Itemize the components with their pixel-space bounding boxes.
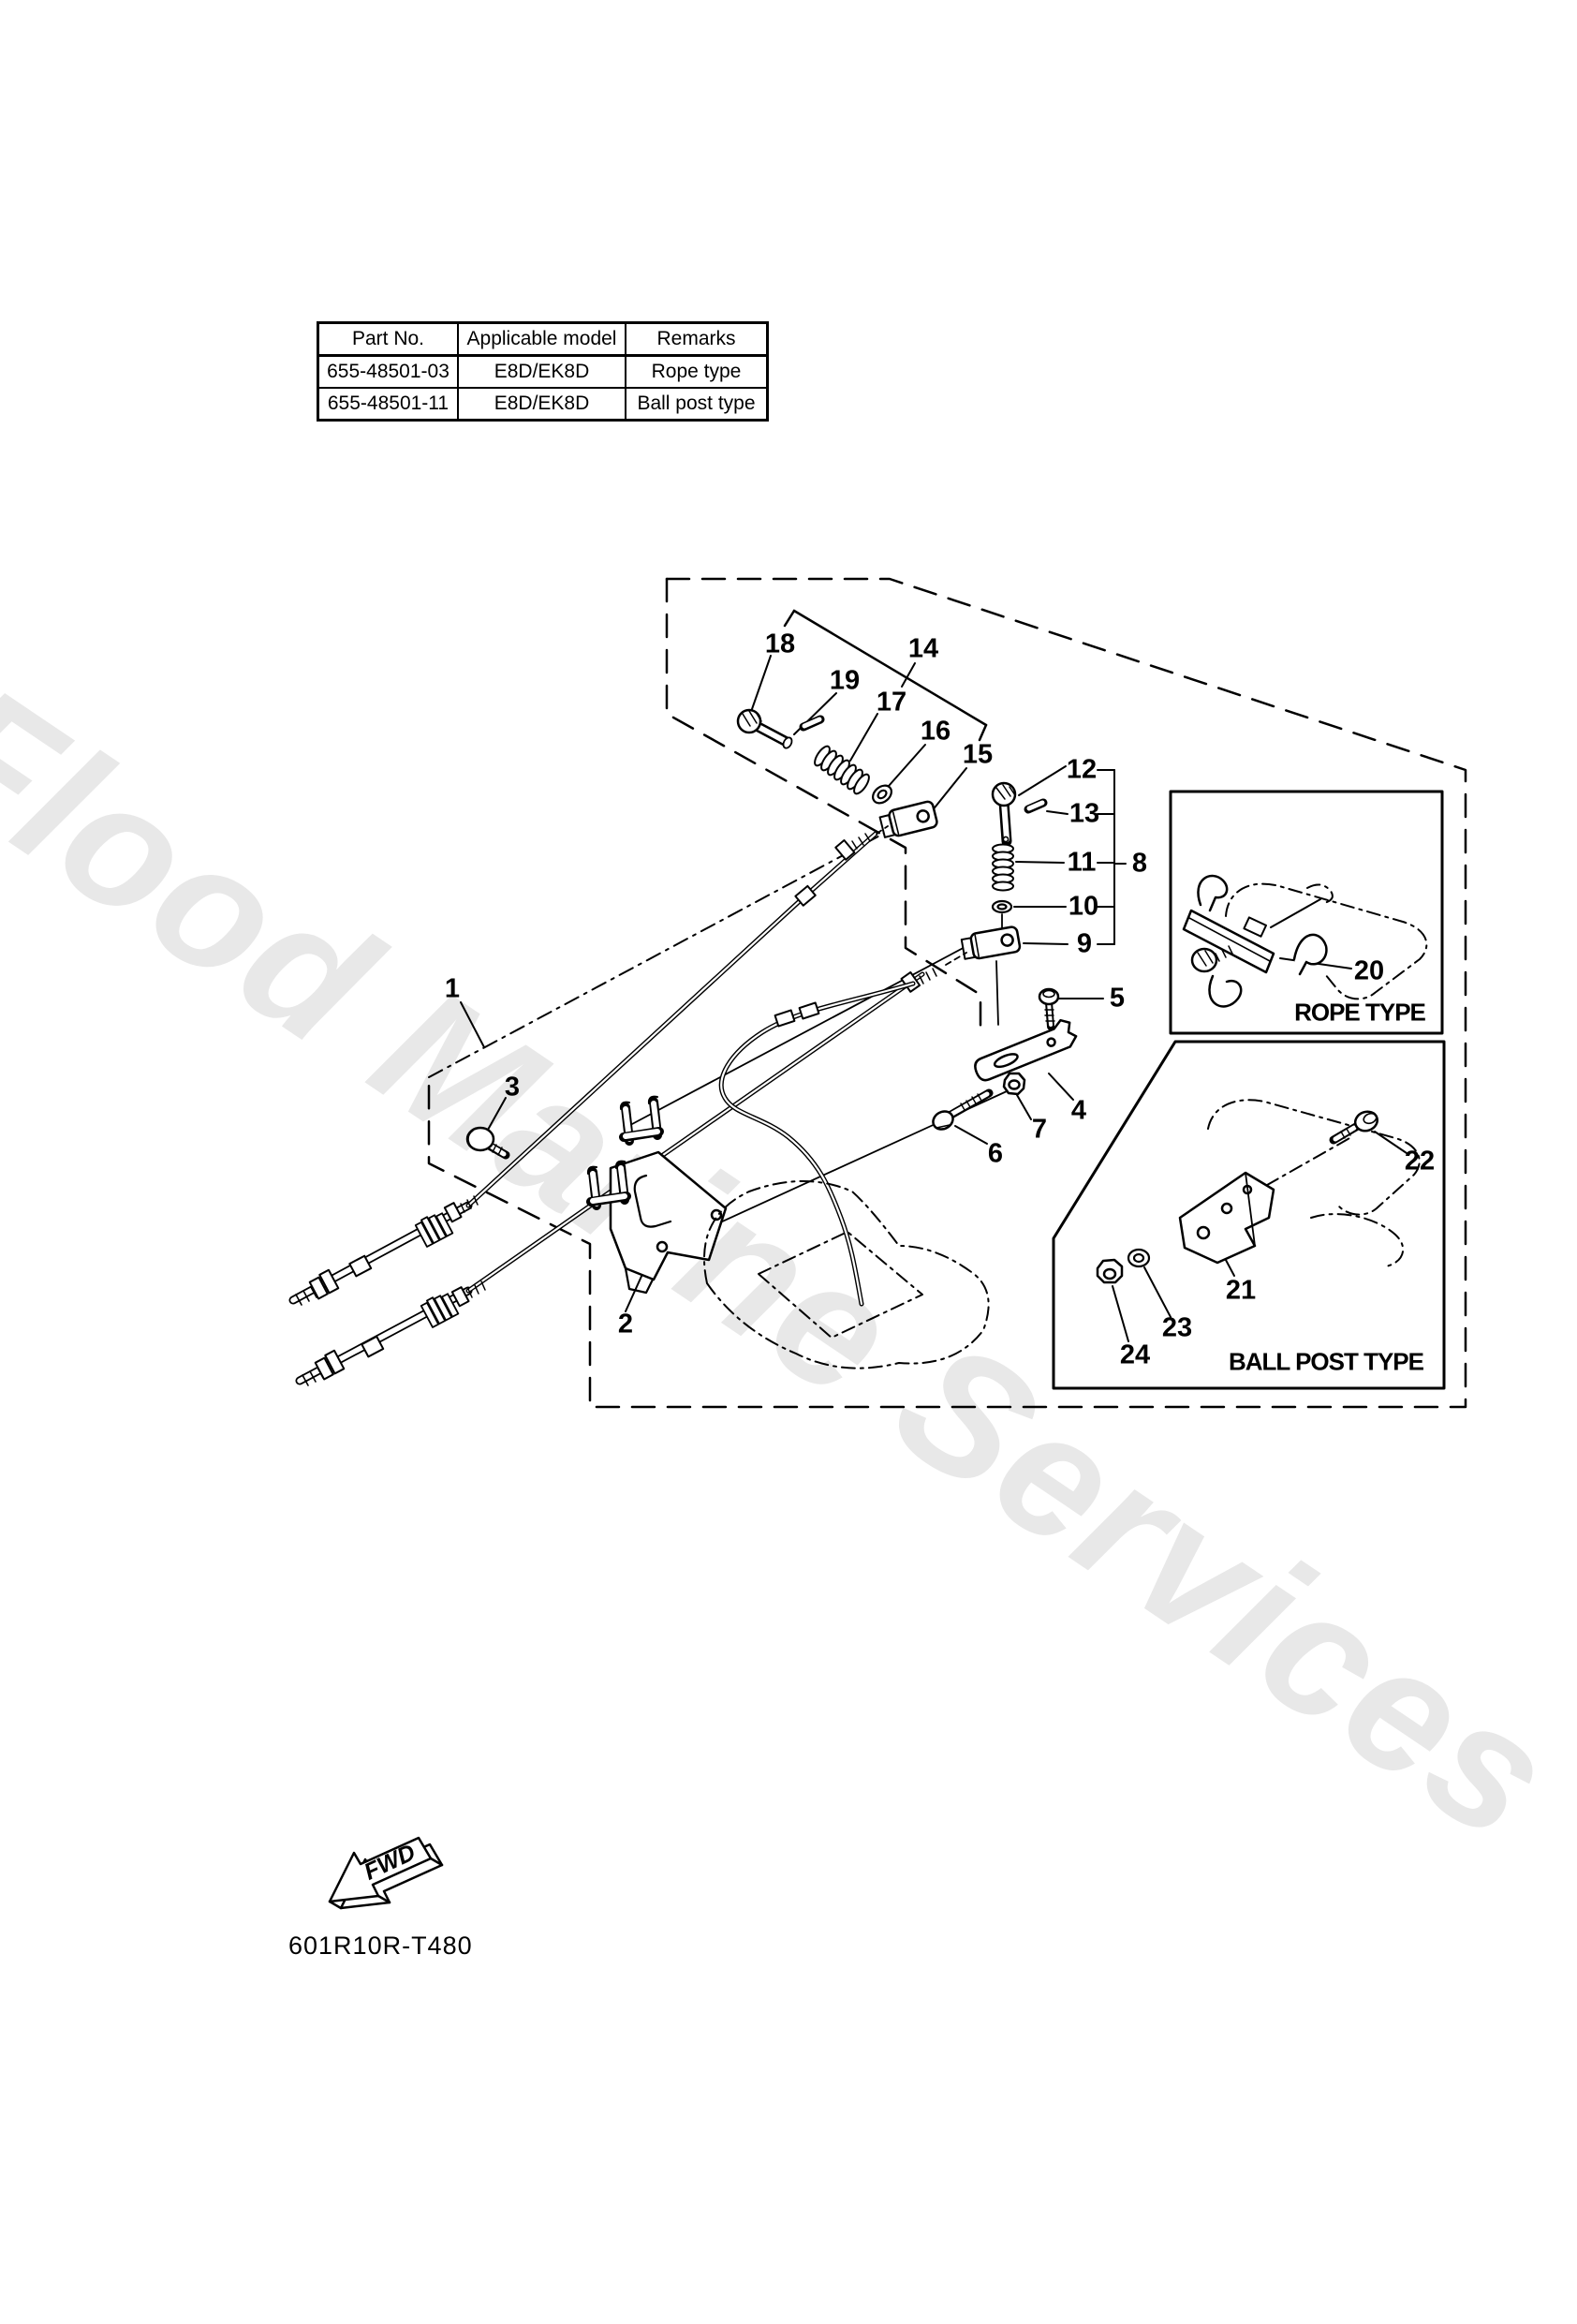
table-row: 655-48501-03 E8D/EK8D Rope type [317, 354, 769, 389]
callout-7: 7 [1031, 1114, 1048, 1145]
alignment-dashdot-line [428, 831, 888, 1078]
pin-13 [1024, 798, 1048, 814]
washer-23 [1127, 1248, 1151, 1268]
callout-15: 15 [962, 739, 994, 770]
model-cell: E8D/EK8D [457, 354, 626, 389]
bolt-6 [932, 1088, 994, 1131]
fwd-arrow [328, 1836, 444, 1910]
nut-24 [1096, 1258, 1124, 1284]
bolt-18 [736, 708, 793, 749]
callout-22: 22 [1404, 1146, 1436, 1177]
plate-4 [974, 1018, 1078, 1082]
part-no-cell: 655-48501-03 [317, 354, 459, 389]
washer-16 [872, 784, 892, 805]
table-row: 655-48501-11 E8D/EK8D Ball post type [317, 387, 769, 422]
leader-lines [460, 655, 1408, 1342]
rope-type-label: ROPE TYPE [1294, 998, 1426, 1027]
phantom-tiller-ball [1207, 1099, 1421, 1267]
drawing-code: 601R10R-T480 [288, 1932, 473, 1960]
ball-post-type-box [1052, 1040, 1446, 1390]
callout-18: 18 [764, 629, 796, 659]
cable-upper [288, 825, 889, 1306]
part-no-cell: 655-48501-11 [317, 387, 459, 422]
callout-19: 19 [829, 665, 861, 696]
ball-post-type-label: BALL POST TYPE [1229, 1347, 1424, 1376]
callout-6: 6 [987, 1138, 1004, 1169]
callout-5: 5 [1109, 983, 1126, 1014]
bracket-21 [1178, 1171, 1275, 1265]
joint9-axis-line [995, 960, 999, 1026]
remarks-cell: Rope type [625, 354, 769, 389]
callout-2: 2 [617, 1309, 634, 1340]
callout-21: 21 [1225, 1275, 1257, 1306]
callout-8: 8 [1131, 848, 1148, 879]
callout-20: 20 [1353, 955, 1385, 986]
clamp-20 [1182, 874, 1328, 1008]
cable-lower [295, 952, 967, 1386]
bracket-2 [586, 1095, 728, 1295]
callout-11: 11 [1067, 847, 1097, 878]
callout-4: 4 [1070, 1095, 1087, 1126]
callout-23: 23 [1161, 1312, 1193, 1343]
group-14-bracket-line [783, 609, 988, 742]
table-header-remarks: Remarks [625, 321, 769, 357]
phantom-tiller-rope [1225, 882, 1428, 1000]
callout-1: 1 [444, 973, 461, 1004]
inner-dashed-boundary [665, 577, 982, 1028]
rope-type-box [1169, 790, 1444, 1035]
table-header-model: Applicable model [457, 321, 626, 357]
joint-9 [960, 925, 1022, 960]
spring-11 [992, 843, 1014, 892]
washer-10 [991, 899, 1013, 928]
table-header-part-no: Part No. [317, 321, 459, 357]
inner-cable-loop [718, 981, 916, 1307]
phantom-engine-outline [703, 1180, 990, 1369]
rope-notch-leader [1270, 898, 1321, 928]
nut-7 [1002, 1072, 1026, 1096]
model-cell: E8D/EK8D [457, 387, 626, 422]
callout-13: 13 [1069, 798, 1100, 829]
screw-3 [465, 1126, 510, 1160]
callout-12: 12 [1066, 754, 1098, 785]
callout-9: 9 [1076, 928, 1093, 959]
callout-3: 3 [504, 1072, 521, 1103]
callout-24: 24 [1119, 1340, 1151, 1370]
bolt-5 [1038, 987, 1060, 1046]
callout-10: 10 [1068, 891, 1099, 922]
callout-16: 16 [920, 716, 951, 747]
remarks-cell: Ball post type [625, 387, 769, 422]
joint-15 [878, 800, 938, 838]
callout-17: 17 [876, 687, 907, 718]
outer-dashed-boundary [427, 577, 1467, 1409]
spring-17 [814, 745, 870, 795]
bolt-22 [1329, 1110, 1379, 1145]
table-header-row: Part No. Applicable model Remarks [317, 321, 769, 357]
callout-14: 14 [907, 633, 939, 664]
group-8-bracket [1097, 769, 1127, 945]
pin-19 [799, 715, 825, 732]
bolt-12 [991, 781, 1017, 847]
parts-table: Part No. Applicable model Remarks 655-48… [317, 321, 769, 422]
